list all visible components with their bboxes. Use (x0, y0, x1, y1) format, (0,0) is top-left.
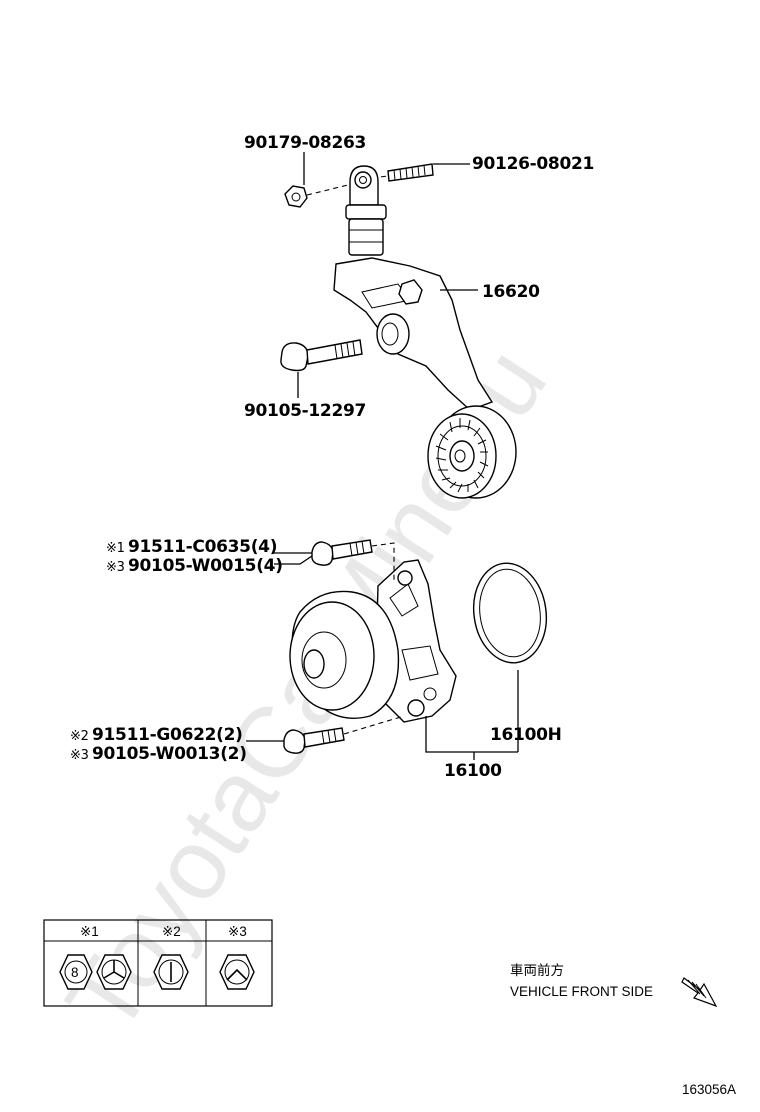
part-number-16620[interactable]: 16620 (482, 282, 540, 302)
flange-bolt-icon (280, 339, 363, 372)
hex-bolt-lines-icon (96, 954, 132, 990)
part-number-91511-G0622[interactable]: 91511-G0622(2) (92, 725, 243, 745)
vehicle-front-jp: 車両前方 (510, 962, 564, 978)
part-number-90179-08263[interactable]: 90179-08263 (244, 133, 366, 153)
nut-icon (284, 185, 308, 208)
front-direction-arrow-icon (681, 977, 718, 1008)
bolt-head-legend: ※1 ※2 ※3 8 (43, 919, 273, 1007)
stud-bolt-icon (387, 163, 434, 182)
part-number-16100[interactable]: 16100 (444, 761, 502, 781)
hex-bolt-8-icon: 8 (59, 954, 93, 990)
vehicle-front-en: VEHICLE FRONT SIDE (510, 984, 653, 999)
o-ring-gasket-icon[interactable] (467, 558, 552, 667)
mark-2-lower: ※2 (70, 729, 89, 744)
legend-header-1: ※1 (80, 924, 99, 939)
part-number-16100H[interactable]: 16100H (490, 725, 562, 745)
part-number-91511-C0635[interactable]: 91511-C0635(4) (128, 537, 277, 557)
hex-bolt-v-line-icon (219, 954, 255, 990)
part-number-90126-08021[interactable]: 90126-08021 (472, 154, 594, 174)
water-pump-assembly[interactable] (289, 559, 457, 723)
part-number-90105-W0015[interactable]: 90105-W0015(4) (128, 556, 283, 576)
idler-pulley-icon (427, 405, 517, 499)
mark-1-upper: ※1 (106, 541, 125, 556)
mark-3-upper: ※3 (106, 560, 125, 575)
tensioner-assembly[interactable] (280, 163, 517, 499)
mark-3-lower: ※3 (70, 748, 89, 763)
part-number-90105-12297[interactable]: 90105-12297 (244, 401, 366, 421)
svg-text:8: 8 (71, 965, 79, 980)
upper-pump-bolt-icon (311, 539, 373, 566)
legend-header-3: ※3 (228, 924, 247, 939)
part-number-90105-W0013[interactable]: 90105-W0013(2) (92, 744, 247, 764)
lower-pump-bolt-icon (283, 727, 345, 754)
hex-bolt-single-line-icon (153, 954, 189, 990)
legend-header-2: ※2 (162, 924, 181, 939)
figure-code: 163056A (682, 1082, 736, 1097)
